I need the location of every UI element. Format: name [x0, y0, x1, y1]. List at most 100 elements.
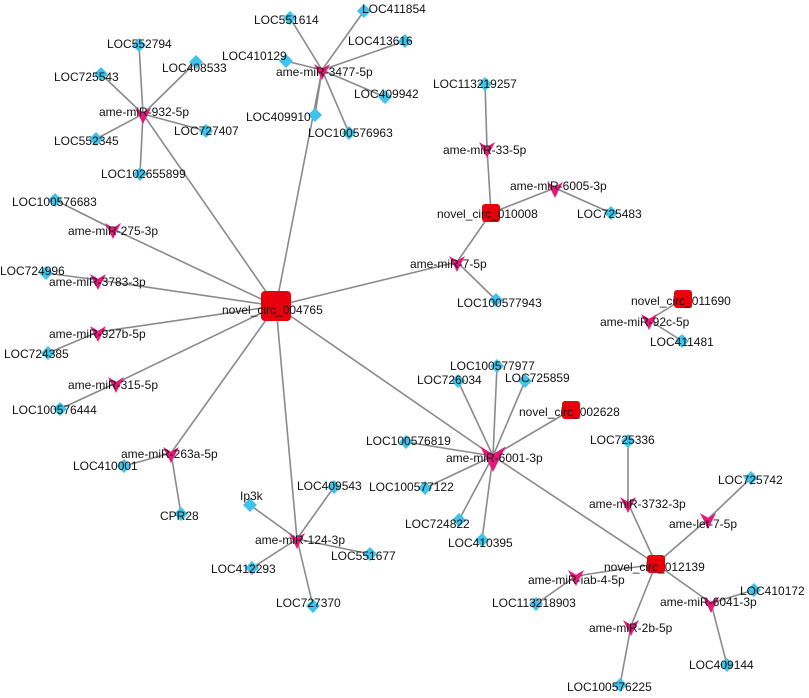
edge-ame-mir-263a-5p-to-cpr28	[170, 452, 182, 515]
edge-ame-mir-6005-3p-to-loc725483	[554, 187, 612, 214]
node-loc410001	[117, 459, 131, 473]
edge-ame-mir-275-3p-to-loc100576683	[54, 199, 114, 230]
label-ame-mir-iab-4-5p: ame-miR-iab-4-5p	[528, 573, 625, 587]
edge-ame-mir-932-5p-to-loc552345	[95, 113, 144, 140]
node-ame-mir-7-5p	[449, 256, 465, 272]
edge-novel-circ-004765-to-ame-mir-263a-5p	[170, 305, 277, 454]
edge-novel-circ-010008-to-ame-mir-6005-3p	[490, 187, 556, 214]
label-loc102655899: LOC102655899	[101, 167, 186, 181]
edge-ame-let-7-5p-to-loc725742	[707, 477, 752, 520]
node-ame-mir-6041-3p	[703, 597, 719, 613]
label-ame-mir-932-5p: ame-miR-932-5p	[99, 105, 189, 119]
edge-ame-mir-3477-5p-to-loc409942	[321, 69, 386, 98]
label-loc727370: LOC727370	[276, 596, 341, 610]
node-loc102655899	[133, 167, 147, 181]
label-loc409144: LOC409144	[689, 658, 754, 672]
node-loc100577122	[418, 481, 432, 495]
node-novel-circ-011690	[674, 290, 692, 308]
label-ip3k: Ip3k	[240, 489, 264, 503]
label-ame-mir-7-5p: ame-miR-7-5p	[410, 257, 487, 271]
node-ame-mir-315-5p	[108, 377, 124, 393]
node-novel-circ-002628	[562, 401, 580, 419]
edge-ame-mir-932-5p-to-loc552794	[138, 44, 144, 115]
edge-ame-mir-927b-5p-to-loc724385	[47, 331, 99, 354]
label-loc409942: LOC409942	[354, 87, 419, 101]
label-loc410395: LOC410395	[448, 536, 513, 550]
edge-ame-mir-124-3p-to-loc412293	[251, 538, 298, 569]
node-novel-circ-004765	[261, 291, 291, 321]
edge-ame-mir-124-3p-to-loc409543	[296, 486, 335, 540]
label-loc100576683: LOC100576683	[12, 195, 97, 209]
label-loc100576819: LOC100576819	[366, 434, 451, 448]
label-novel-circ-012139: novel_circ_012139	[604, 560, 705, 574]
edge-ame-mir-932-5p-to-loc727407	[142, 113, 207, 132]
edge-novel-circ-004765-to-ame-mir-3477-5p	[275, 69, 323, 307]
node-loc410129	[279, 54, 293, 68]
edge-ame-mir-932-5p-to-loc408533	[142, 61, 197, 115]
label-loc725336: LOC725336	[590, 433, 655, 447]
node-loc725483	[604, 206, 618, 220]
edge-ame-mir-iab-4-5p-to-loc113218903	[535, 575, 577, 605]
node-loc409543	[327, 480, 341, 494]
edge-novel-circ-012139-to-ame-mir-iab-4-5p	[575, 563, 657, 577]
edge-ame-mir-3477-5p-to-loc410129	[285, 60, 323, 71]
node-loc551677	[363, 547, 377, 561]
edge-ame-mir-6001-3p-to-loc100577977	[492, 365, 498, 457]
edge-novel-circ-012139-to-ame-mir-6041-3p	[655, 563, 712, 604]
node-loc100576683	[48, 193, 62, 207]
label-ame-mir-6005-3p: ame-miR-6005-3p	[510, 179, 607, 193]
label-loc410129: LOC410129	[222, 49, 287, 63]
edge-ame-mir-3477-5p-to-loc411854	[321, 10, 365, 71]
label-loc413616: LOC413616	[348, 34, 413, 48]
node-ame-mir-3477-5p	[314, 64, 330, 80]
node-ame-mir-927b-5p	[90, 326, 106, 342]
edge-ame-mir-6041-3p-to-loc409144	[710, 602, 728, 666]
edge-novel-circ-012139-to-ame-mir-3732-3p	[627, 502, 657, 565]
label-loc551677: LOC551677	[331, 549, 396, 563]
label-loc100576963: LOC100576963	[308, 126, 393, 140]
label-loc724996: LOC724996	[0, 264, 65, 278]
node-loc100577977	[490, 359, 504, 373]
label-loc724385: LOC724385	[4, 347, 69, 361]
node-loc725742	[744, 471, 758, 485]
label-loc725859: LOC725859	[505, 371, 570, 385]
node-loc412293	[245, 561, 259, 575]
label-ame-mir-263a-5p: ame-miR-263a-5p	[121, 447, 218, 461]
node-loc727370	[306, 599, 320, 613]
node-loc410172	[747, 583, 761, 597]
label-loc409910: LOC409910	[246, 110, 311, 124]
node-loc411481	[675, 334, 689, 348]
edge-novel-circ-004765-to-ame-mir-124-3p	[275, 305, 298, 540]
label-novel-circ-011690: novel_circ_011690	[631, 294, 731, 308]
edge-ame-mir-263a-5p-to-loc410001	[123, 452, 172, 467]
node-loc725859	[518, 374, 532, 388]
node-loc411854	[357, 4, 371, 18]
edge-novel-circ-012139-to-ame-mir-2b-5p	[630, 563, 657, 627]
node-loc724822	[452, 513, 466, 527]
label-ame-mir-33-5p: ame-miR-33-5p	[443, 143, 527, 157]
node-ame-mir-263a-5p	[163, 447, 179, 463]
node-ame-mir-124-3p	[289, 533, 305, 549]
edge-ame-mir-92c-5p-to-loc411481	[648, 319, 683, 342]
node-ame-mir-6001-3p	[480, 446, 506, 472]
edge-ame-mir-3477-5p-to-loc413616	[321, 40, 406, 71]
label-ame-mir-315-5p: ame-miR-315-5p	[68, 378, 158, 392]
edge-novel-circ-004765-to-ame-mir-275-3p	[112, 228, 277, 307]
node-ame-mir-275-3p	[105, 223, 121, 239]
label-ame-mir-6001-3p: ame-miR-6001-3p	[446, 451, 543, 465]
node-loc725336	[621, 434, 635, 448]
node-ame-mir-3732-3p	[620, 497, 636, 513]
label-loc552794: LOC552794	[107, 37, 172, 51]
edge-ame-mir-6041-3p-to-loc410172	[710, 589, 755, 604]
node-cpr28	[174, 507, 188, 521]
edge-ame-mir-6001-3p-to-loc724822	[458, 455, 494, 521]
node-loc413616	[398, 34, 412, 48]
edge-ame-mir-3477-5p-to-loc551614	[289, 17, 323, 71]
label-ame-mir-92c-5p: ame-miR-92c-5p	[600, 315, 690, 329]
label-loc100577977: LOC100577977	[450, 359, 535, 373]
node-loc726034	[451, 374, 465, 388]
edge-novel-circ-012139-to-ame-let-7-5p	[655, 518, 709, 565]
edge-ame-mir-7-5p-to-loc100577943	[456, 261, 497, 301]
